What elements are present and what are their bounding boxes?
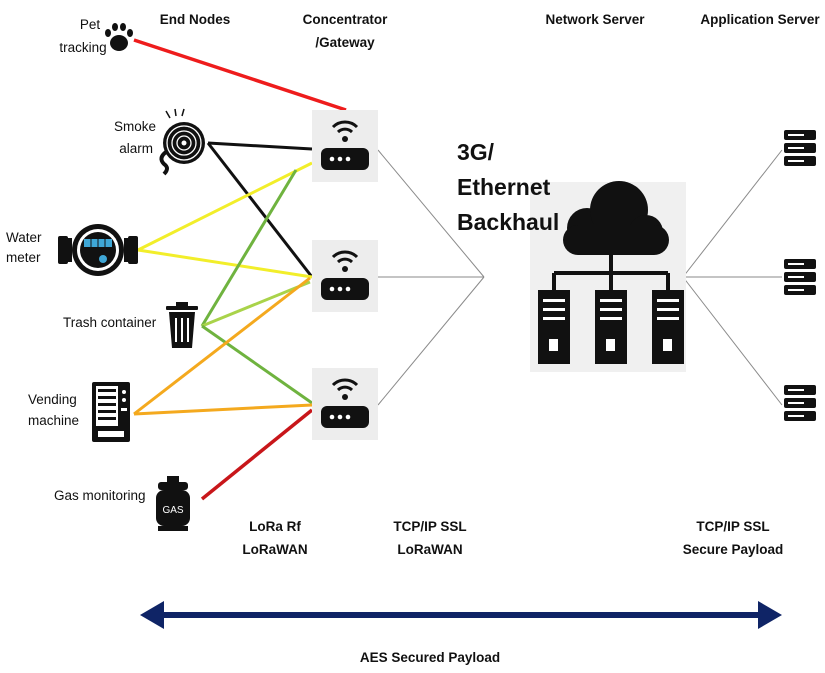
backhaul-label-ethernet: Ethernet	[457, 174, 551, 200]
link-water-gw2	[137, 248, 313, 279]
link-smoke-gw2	[206, 142, 314, 278]
link-vending-gw3	[133, 403, 313, 416]
label-vending: Vending	[28, 392, 77, 407]
protocol-lorawan-2: LoRaWAN	[397, 542, 463, 557]
gateway-router-icon	[312, 368, 378, 440]
label-machine: machine	[28, 413, 80, 428]
protocol-lora-rf: LoRa Rf	[249, 519, 301, 534]
paw-icon	[105, 23, 133, 51]
application-server-icon	[784, 385, 816, 421]
protocol-secure-payload: Secure Payload	[682, 542, 784, 557]
radio-links	[133, 38, 347, 501]
backhaul-label-backhaul: Backhaul	[457, 209, 560, 235]
header-gateway: /Gateway	[315, 35, 375, 50]
backhaul-label-3g: 3G/	[457, 139, 495, 165]
protocol-lorawan: LoRaWAN	[242, 542, 308, 557]
application-server-icon	[784, 130, 816, 166]
label-smoke: Smoke	[113, 119, 156, 134]
gateway-router-icon	[312, 110, 378, 182]
water-meter-icon	[58, 224, 138, 276]
link-pet-gw1	[133, 38, 347, 112]
link-trash-gw1	[200, 169, 298, 327]
protocol-tcpip-ssl-2: TCP/IP SSL	[696, 519, 770, 534]
header-end-nodes: End Nodes	[159, 12, 231, 27]
link-water-gw1	[137, 161, 313, 252]
label-alarm: alarm	[119, 141, 153, 156]
smoke-detector-icon	[159, 108, 205, 176]
protocol-tcpip-ssl-1: TCP/IP SSL	[393, 519, 467, 534]
vending-machine-icon	[92, 382, 130, 442]
aes-double-arrow	[140, 601, 782, 629]
aes-secured-payload-label: AES Secured Payload	[359, 650, 501, 665]
gateway-router-icon	[312, 240, 378, 312]
cloud-servers-icon	[530, 181, 686, 372]
link-gas-gw3	[200, 408, 314, 501]
label-meter: meter	[6, 250, 41, 265]
backhaul-links	[377, 149, 783, 406]
header-application-server: Application Server	[700, 12, 820, 27]
gas-cylinder-icon: GAS	[156, 476, 190, 531]
link-vending-gw2	[133, 276, 311, 416]
link-trash-gw3	[201, 324, 313, 405]
label-pet: Pet	[79, 17, 101, 32]
gas-icon-text: GAS	[162, 505, 183, 516]
label-tracking: tracking	[59, 40, 107, 55]
link-smoke-gw1	[207, 141, 313, 151]
application-server-icon	[784, 259, 816, 295]
link-trash-gw2	[201, 280, 311, 328]
header-concentrator: Concentrator	[302, 12, 388, 27]
label-water: Water	[6, 230, 42, 245]
trash-can-icon	[166, 302, 198, 348]
label-trash-container: Trash container	[63, 315, 157, 330]
label-gas-monitoring: Gas monitoring	[54, 488, 146, 503]
header-network-server: Network Server	[545, 12, 645, 27]
